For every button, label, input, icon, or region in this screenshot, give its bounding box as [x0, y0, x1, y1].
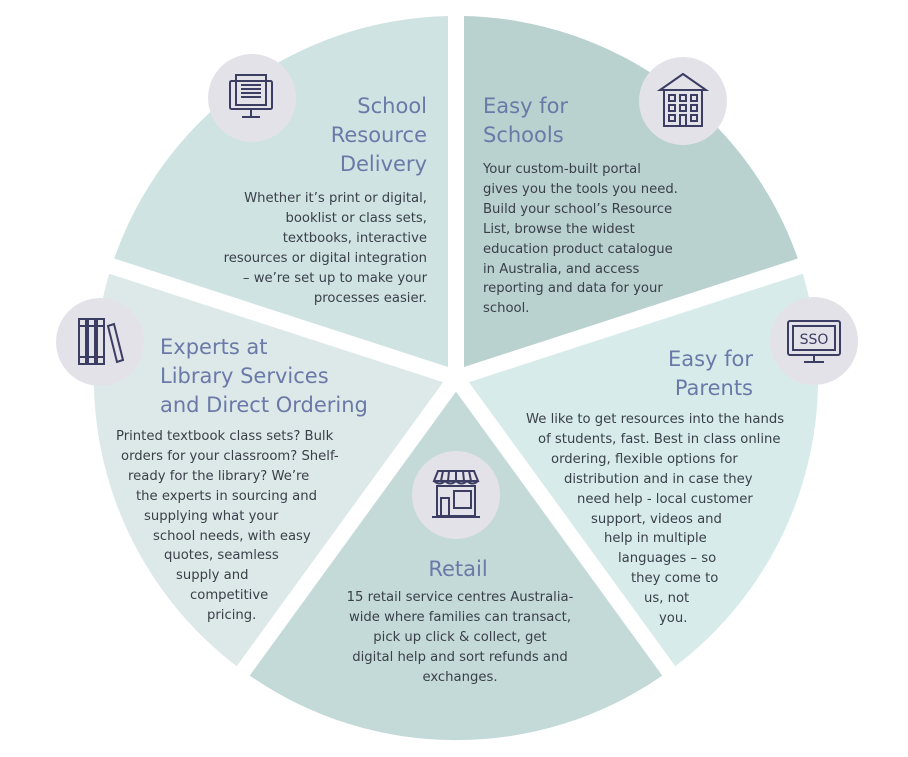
body-line: reporting and data for your [483, 281, 663, 297]
body-line: Whether it’s print or digital, [244, 191, 427, 206]
sso-label: SSO [800, 332, 829, 348]
easy-for-schools-title: Easy for Schools [483, 92, 568, 150]
body-line: they come to [631, 571, 719, 587]
body-line: of students, fast. Best in class online [538, 431, 781, 447]
body-line: school. [483, 301, 530, 317]
body-line: Your custom-built portal [483, 162, 641, 177]
title-line: Easy for [483, 94, 569, 118]
title-line: Parents [674, 376, 753, 400]
segment-easy-for-schools [464, 16, 798, 367]
title-line: Resource [330, 123, 427, 147]
school-resource-delivery-body: Whether it’s print or digital, booklist … [224, 189, 427, 308]
body-line: ordering, flexible options for [551, 451, 738, 467]
body-line: wide where families can transact, [348, 609, 572, 625]
body-line: supplying what your [144, 508, 279, 524]
title-line: Retail [428, 557, 488, 581]
body-line: booklist or class sets, [285, 210, 427, 226]
school-resource-delivery-icon-badge [208, 54, 296, 142]
body-line: need help - local customer [577, 491, 753, 507]
school-resource-delivery-title: School Resource Delivery [331, 92, 427, 179]
title-line: Schools [483, 123, 564, 147]
body-line: us, not [644, 591, 690, 607]
body-line: 15 retail service centres Australia- [346, 590, 574, 605]
body-line: processes easier. [313, 290, 427, 306]
title-line: School [357, 94, 427, 118]
title-line: and Direct Ordering [160, 393, 368, 417]
retail-icon-badge [412, 451, 500, 539]
easy-for-schools-icon-badge [639, 57, 727, 145]
body-line: textbooks, interactive [282, 230, 427, 246]
segment-experts [93, 273, 444, 667]
sso-monitor-icon: SSO [787, 320, 841, 363]
easy-for-parents-icon-badge: SSO [770, 297, 858, 385]
body-line: ready for the library? We’re [128, 468, 310, 484]
retail-body: 15 retail service centres Australia- wid… [310, 588, 610, 688]
body-line: supply and [176, 568, 249, 584]
experts-icon-badge [56, 298, 144, 386]
body-line: orders for your classroom? Shelf- [121, 448, 339, 464]
body-line: exchanges. [422, 669, 498, 685]
segment-easy-for-parents [468, 273, 819, 667]
books-icon [78, 318, 125, 365]
body-line: – we’re set up to make your [242, 270, 427, 286]
storefront-icon [432, 470, 480, 518]
body-line: quotes, seamless [164, 548, 279, 564]
title-line: Experts at [160, 335, 268, 359]
body-line: digital help and sort refunds and [352, 649, 568, 665]
retail-title: Retail [358, 555, 558, 584]
title-line: Library Services [160, 364, 329, 388]
title-line: Delivery [339, 152, 427, 176]
body-line: Printed textbook class sets? Bulk [116, 429, 334, 444]
computer-document-icon [229, 74, 273, 118]
body-line: We like to get resources into the hands [526, 412, 785, 427]
body-line: pricing. [207, 608, 257, 624]
school-building-icon [656, 72, 710, 127]
experts-title: Experts at Library Services and Direct O… [160, 333, 368, 420]
body-line: resources or digital integration [223, 250, 427, 266]
body-line: education product catalogue [483, 241, 673, 257]
easy-for-parents-body: We like to get resources into the hands … [526, 410, 784, 629]
body-line: distribution and in case they [564, 471, 753, 487]
body-line: school needs, with easy [153, 528, 311, 544]
title-line: Easy for [667, 347, 753, 371]
body-line: gives you the tools you need. [483, 181, 678, 197]
body-line: the experts in sourcing and [136, 488, 317, 504]
body-line: List, browse the widest [483, 221, 635, 237]
easy-for-parents-title: Easy for Parents [668, 345, 753, 403]
body-line: languages – so [618, 551, 717, 567]
body-line: in Australia, and access [483, 261, 640, 277]
easy-for-schools-body: Your custom-built portal gives you the t… [483, 160, 678, 319]
body-line: competitive [190, 588, 269, 604]
body-line: pick up click & collect, get [373, 629, 547, 645]
body-line: you. [659, 611, 688, 627]
body-line: support, videos and [591, 511, 722, 527]
segment-school-resource-delivery [114, 16, 448, 367]
body-line: Build your school’s Resource [483, 201, 673, 217]
experts-body: Printed textbook class sets? Bulk orders… [116, 427, 339, 626]
segment-retail [249, 391, 663, 741]
body-line: help in multiple [604, 531, 707, 547]
